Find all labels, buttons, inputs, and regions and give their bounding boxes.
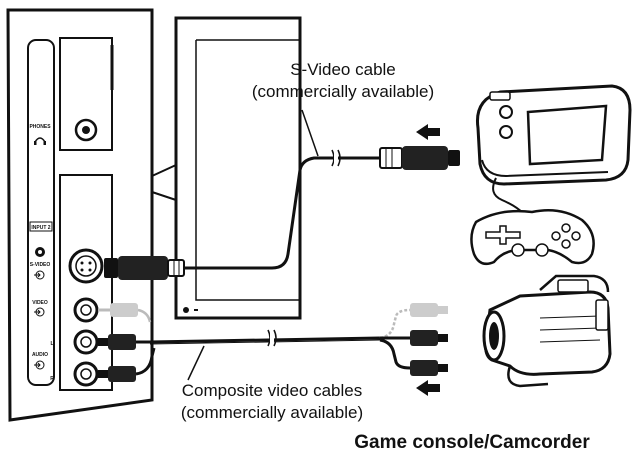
input-arrow-icon [34,270,45,280]
video-label: VIDEO [32,300,48,306]
controller-cable [492,177,525,215]
phones-jack [74,118,98,142]
svideo-leader-line [301,109,319,157]
device-title: Game console/Camcorder [354,432,590,453]
svideo-cable-sublabel: (commercially available) [252,82,434,101]
composite-cables [98,303,448,382]
audio-r-label: R [50,376,54,382]
svideo-jack [68,248,104,284]
audio-r-jack [73,361,99,387]
svideo-cable [104,146,460,280]
composite-leader-line [187,345,205,381]
input-label: INPUT 2 [29,221,53,232]
composite-cable-sublabel: (commercially available) [181,403,363,422]
audio-l-label: L [50,341,53,347]
phones-label: PHONES [29,124,51,130]
game-console [475,84,632,186]
tv-front [151,16,302,320]
svideo-label: S-VIDEO [30,262,51,268]
audio-label: AUDIO [32,352,48,358]
arrow-left-icon [416,124,440,140]
tv-side-panel [6,8,154,422]
input-arrow-icon [34,360,45,370]
svideo-symbol-icon [35,247,45,257]
svg-text:INPUT 2: INPUT 2 [31,225,50,231]
svideo-cable-label: S-Video cable [290,60,396,79]
audio-l-jack [73,329,99,355]
composite-cable-label: Composite video cables [182,381,362,400]
game-controller [470,209,595,265]
arrow-left-icon [416,380,440,396]
video-jack [73,297,99,323]
headphone-icon [34,137,46,145]
camcorder [482,274,612,388]
input-arrow-icon [34,307,45,317]
